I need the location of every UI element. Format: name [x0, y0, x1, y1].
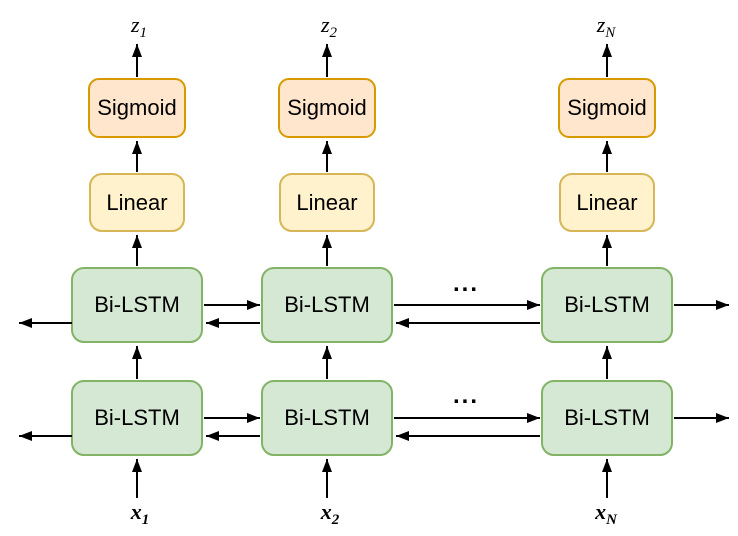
sigmoid-box-c3	[558, 78, 656, 138]
bilstm-box-row1-c3	[541, 267, 673, 343]
bilstm-label-row2-c1: Bi-LSTM	[94, 405, 180, 430]
sigmoid-box-c1	[88, 78, 186, 138]
bilstm-label-row2-c3: Bi-LSTM	[564, 405, 650, 430]
ellipsis-row1: ...	[453, 270, 479, 297]
sigmoid-box-c2	[278, 78, 376, 138]
bilstm-box-row2-c2	[261, 380, 393, 456]
bilstm-label-row2-c2: Bi-LSTM	[284, 405, 370, 430]
output-label-z2: z2	[320, 12, 338, 41]
output-label-z1: z1	[130, 12, 147, 41]
sigmoid-label-c2: Sigmoid	[287, 95, 366, 120]
recurrent-arrows-row1: ...	[19, 270, 729, 328]
input-label-xN: xN	[594, 499, 618, 528]
bilstm-box-row2-c3	[541, 380, 673, 456]
column-2: z2 Sigmoid Linear Bi-LSTM Bi-LSTM x2	[261, 12, 393, 528]
bilstm-label-row1-c1: Bi-LSTM	[94, 292, 180, 317]
output-label-zN: zN	[596, 12, 617, 41]
linear-label-c3: Linear	[576, 190, 637, 215]
input-label-x1: x1	[130, 499, 150, 528]
bilstm-box-row1-c2	[261, 267, 393, 343]
recurrent-arrows-row2: ...	[19, 382, 729, 441]
column-3: zN Sigmoid Linear Bi-LSTM Bi-LSTM xN	[541, 12, 673, 528]
linear-box-c3	[559, 173, 655, 232]
column-1: z1 Sigmoid Linear Bi-LSTM Bi-LSTM x1	[71, 12, 203, 528]
linear-box-c1	[89, 173, 185, 232]
bilstm-box-row2-c1	[71, 380, 203, 456]
linear-label-c2: Linear	[296, 190, 357, 215]
input-label-x2: x2	[320, 499, 340, 528]
linear-box-c2	[279, 173, 375, 232]
sigmoid-label-c3: Sigmoid	[567, 95, 646, 120]
linear-label-c1: Linear	[106, 190, 167, 215]
bilstm-label-row1-c3: Bi-LSTM	[564, 292, 650, 317]
ellipsis-row2: ...	[453, 382, 479, 409]
sigmoid-label-c1: Sigmoid	[97, 95, 176, 120]
bilstm-label-row1-c2: Bi-LSTM	[284, 292, 370, 317]
bilstm-box-row1-c1	[71, 267, 203, 343]
